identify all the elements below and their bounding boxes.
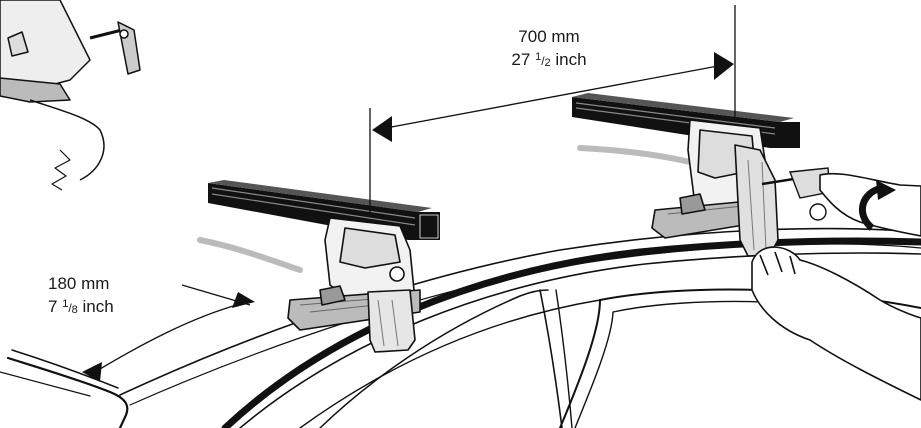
front-offset-label: 180 mm 7 1/8 inch [48,273,158,321]
front-offset-dimension [82,284,255,382]
bar-spacing-metric: 700 mm [518,27,580,46]
front-offset-imperial: 7 1/8 inch [48,297,114,316]
car-roof [0,145,921,428]
bar-spacing-label: 700 mm 27 1/2 inch [484,26,614,74]
front-offset-metric: 180 mm [48,274,110,293]
front-roof-bar [208,180,440,240]
hand-on-knob [819,172,921,237]
clamp-detail-inset [0,0,141,191]
rear-foot-assembly [651,119,779,257]
bar-spacing-dimension [369,5,736,212]
rear-roof-bar [572,93,800,148]
front-foot-assembly [287,217,421,353]
bar-spacing-imperial: 27 1/2 inch [511,50,587,69]
hand-on-bracket [751,246,921,401]
rotate-arrow-icon [859,180,896,231]
